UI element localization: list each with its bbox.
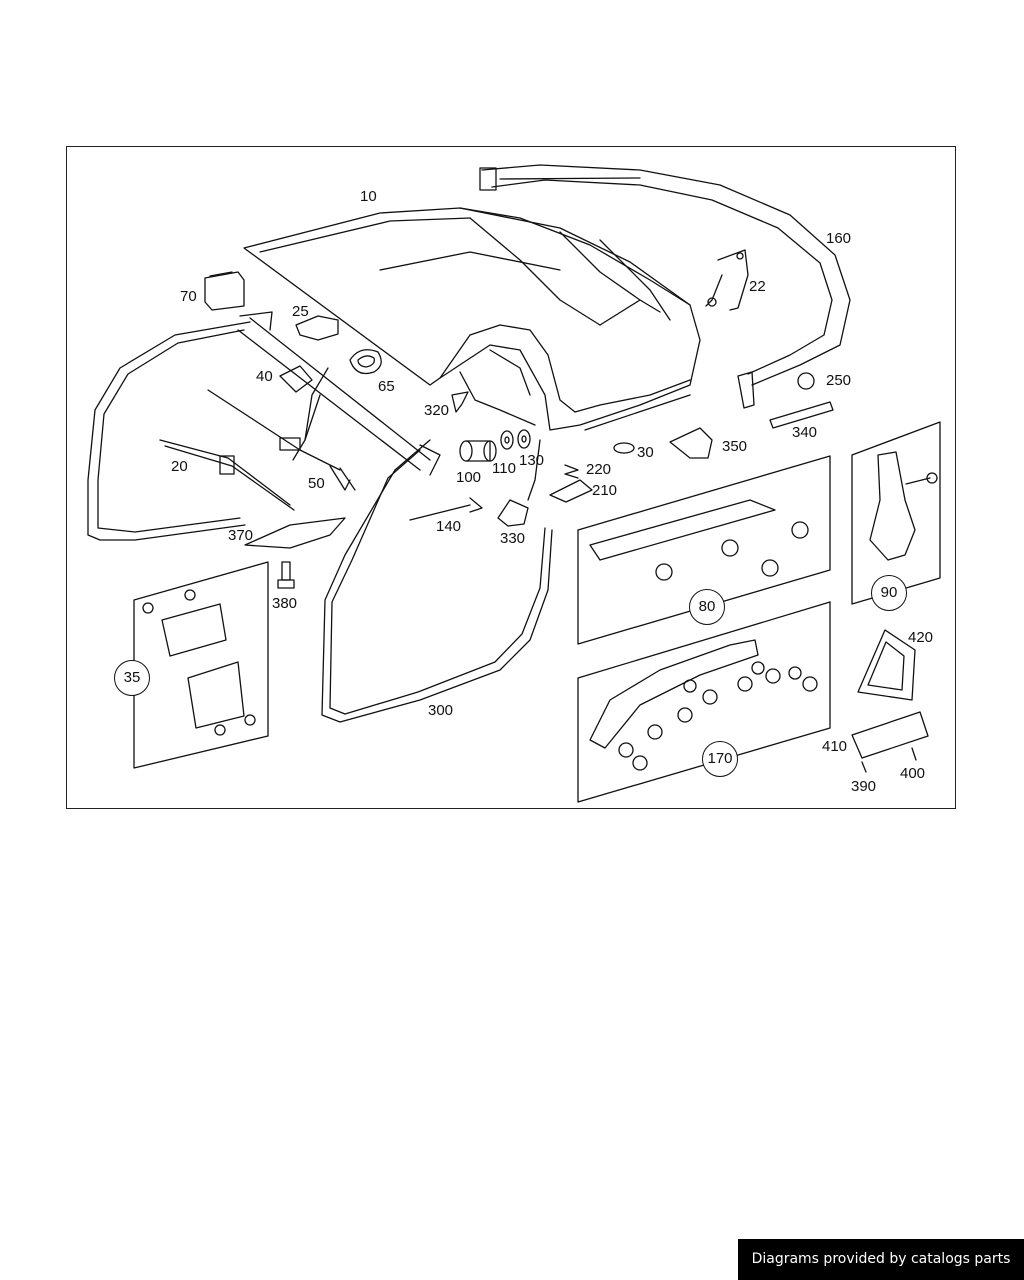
part-380-bolt [277, 561, 295, 589]
label-330: 330 [500, 530, 526, 547]
part-330-clip [497, 499, 529, 527]
small-parts-100-110-130 [459, 429, 531, 462]
part-320-clip [451, 391, 469, 413]
group-170-box [577, 601, 831, 803]
group-label-35[interactable]: 35 [114, 660, 150, 696]
label-100: 100 [456, 469, 482, 486]
label-420: 420 [908, 629, 934, 646]
label-30: 30 [637, 444, 654, 461]
parts-250-340 [769, 372, 834, 429]
label-50: 50 [308, 475, 325, 492]
label-300: 300 [428, 702, 454, 719]
label-160: 160 [826, 230, 852, 247]
latch-assembly [705, 249, 749, 311]
label-350: 350 [722, 438, 748, 455]
part-410-bracket [851, 711, 929, 759]
label-400: 400 [900, 765, 926, 782]
part-25-bracket [295, 315, 339, 341]
label-250: 250 [826, 372, 852, 389]
group-label-90[interactable]: 90 [871, 575, 907, 611]
label-65: 65 [378, 378, 395, 395]
label-20: 20 [171, 458, 188, 475]
group-label-170[interactable]: 170 [702, 741, 738, 777]
part-210-bracket [549, 479, 593, 503]
label-320: 320 [424, 402, 450, 419]
part-70-cover [204, 271, 245, 311]
label-380: 380 [272, 595, 298, 612]
label-390: 390 [851, 778, 877, 795]
credit-banner: Diagrams provided by catalogs parts [738, 1239, 1024, 1280]
label-130: 130 [519, 452, 545, 469]
soft-top-roof [243, 207, 701, 431]
part-40-plate [279, 365, 313, 393]
right-window-seal [321, 439, 553, 723]
label-340: 340 [792, 424, 818, 441]
label-70: 70 [180, 288, 197, 305]
label-10: 10 [360, 188, 377, 205]
left-window-seal [87, 311, 431, 541]
rear-rail [479, 164, 851, 409]
label-110: 110 [492, 460, 516, 477]
group-80-box [577, 455, 831, 645]
label-410: 410 [822, 738, 848, 755]
label-40: 40 [256, 368, 273, 385]
part-350-bracket [669, 427, 713, 459]
linkage-bar-20 [159, 367, 356, 511]
group-35-box [133, 561, 269, 769]
label-25: 25 [292, 303, 309, 320]
label-140: 140 [436, 518, 462, 535]
group-label-80[interactable]: 80 [689, 589, 725, 625]
part-420-seal [857, 629, 916, 701]
part-140-tie [409, 497, 483, 521]
part-30-washer [613, 442, 635, 454]
group-90-box [851, 421, 941, 605]
part-370-vent [244, 517, 346, 549]
label-220: 220 [586, 461, 612, 478]
part-65-handle [349, 349, 382, 375]
label-210: 210 [592, 482, 618, 499]
part-220-spring [564, 464, 579, 479]
diagram-frame [66, 146, 956, 809]
label-370: 370 [228, 527, 254, 544]
label-22: 22 [749, 278, 766, 295]
